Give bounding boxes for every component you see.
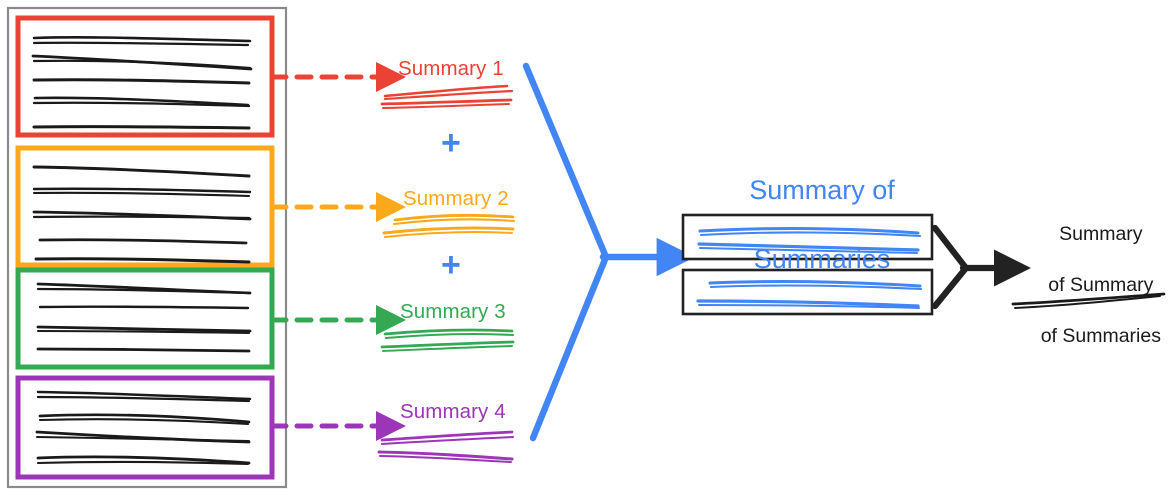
sos-box-1[interactable] [681,213,934,261]
summary-3-label: Summary 3 [400,300,506,323]
final-label-line-1: Summary [1059,223,1143,246]
summary-1-squiggles [380,84,514,109]
summary-3-squiggles [380,328,515,352]
document-chunk-purple[interactable] [15,375,275,480]
final-output-label: Summary of Summary of Summaries [990,197,1170,374]
chunk-red-text-lines [31,36,253,130]
document-chunk-orange[interactable] [15,145,275,268]
document-chunk-green[interactable] [15,267,275,370]
document-chunk-red[interactable] [15,15,275,138]
summary-1-label: Summary 1 [398,57,504,80]
sos-box-1-squiggles [697,227,922,254]
sos-box-2[interactable] [681,268,934,316]
source-document-container [6,6,288,489]
final-label-line-2: of Summary [1048,274,1154,297]
summary-of-summaries-title: Summary of Summaries [677,138,937,311]
final-output-squiggle [1011,292,1166,309]
summary-2-squiggles [382,213,516,238]
sos-title-line-1: Summary of [749,174,895,205]
summary-2-label: Summary 2 [403,187,509,210]
final-label-line-3: of Summaries [1040,324,1161,347]
chunk-purple-text-lines [35,390,252,466]
chunk-green-text-lines [36,282,252,353]
sos-box-2-squiggles [696,280,923,309]
summary-4-squiggles [377,430,515,463]
plus-operator-icon-1: + [441,124,461,162]
blue-merge-arrow [522,62,695,442]
black-merge-arrow [931,224,1031,310]
sos-title-line-2: Summaries [753,243,891,274]
chunk-orange-text-lines [32,165,252,264]
summary-4-label: Summary 4 [400,400,506,423]
plus-operator-icon-2: + [441,246,461,284]
